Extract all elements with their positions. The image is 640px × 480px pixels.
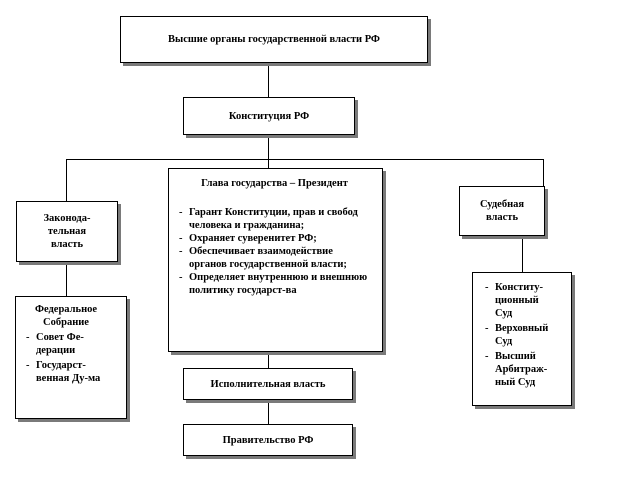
top-authority-label: Высшие органы государственной власти РФ [168,34,380,45]
connector-bus-to-president [268,159,269,168]
list-item: Определяет внутреннюю и внешнюю политику… [177,271,372,297]
list-item: Совет Фе-дерации [24,331,110,357]
connector-bus-to-judicial [543,159,544,186]
connector-legislative-to-assembly [66,262,67,296]
courts-list: Конститу-ционный Суд Верховный Суд Высши… [483,281,555,389]
executive-box: Исполнительная власть [183,368,353,400]
top-authority-box: Высшие органы государственной власти РФ [120,16,428,63]
list-item: Обеспечивает взаимодействие органов госу… [177,245,372,271]
president-title: Глава государства – Президент [201,178,348,189]
connector-constitution-to-bus [268,135,269,159]
legislative-label: Законода-тельная власть [43,213,91,250]
constitution-label: Конституция РФ [228,110,310,122]
judicial-label: Судебная власть [479,199,525,223]
connector-bus-to-legislative [66,159,67,201]
list-item: Государст-венная Ду-ма [24,359,110,385]
connector-judicial-to-courts [522,236,523,272]
connector-president-to-executive [268,352,269,368]
courts-box: Конститу-ционный Суд Верховный Суд Высши… [472,272,572,406]
legislative-box: Законода-тельная власть [16,201,118,262]
list-item: Верховный Суд [483,322,555,348]
connector-executive-to-government [268,400,269,424]
government-box: Правительство РФ [183,424,353,456]
president-duties-list: Гарант Конституции, прав и свобод челове… [177,206,372,297]
list-item: Конститу-ционный Суд [483,281,555,320]
federal-assembly-box: Федеральное Собрание Совет Фе-дерации Го… [15,296,127,419]
federal-assembly-title: Федеральное Собрание [34,304,98,328]
government-label: Правительство РФ [222,434,314,446]
list-item: Высший Арбитраж-ный Суд [483,350,555,389]
connector-top-to-constitution [268,63,269,97]
list-item: Охраняет суверенитет РФ; [177,232,372,245]
connector-horizontal-bus [66,159,544,160]
president-box: Глава государства – Президент Гарант Кон… [168,168,383,352]
executive-label: Исполнительная власть [210,378,326,390]
federal-assembly-list: Совет Фе-дерации Государст-венная Ду-ма [24,331,110,385]
judicial-box: Судебная власть [459,186,545,236]
list-item: Гарант Конституции, прав и свобод челове… [177,206,372,232]
constitution-box: Конституция РФ [183,97,355,135]
